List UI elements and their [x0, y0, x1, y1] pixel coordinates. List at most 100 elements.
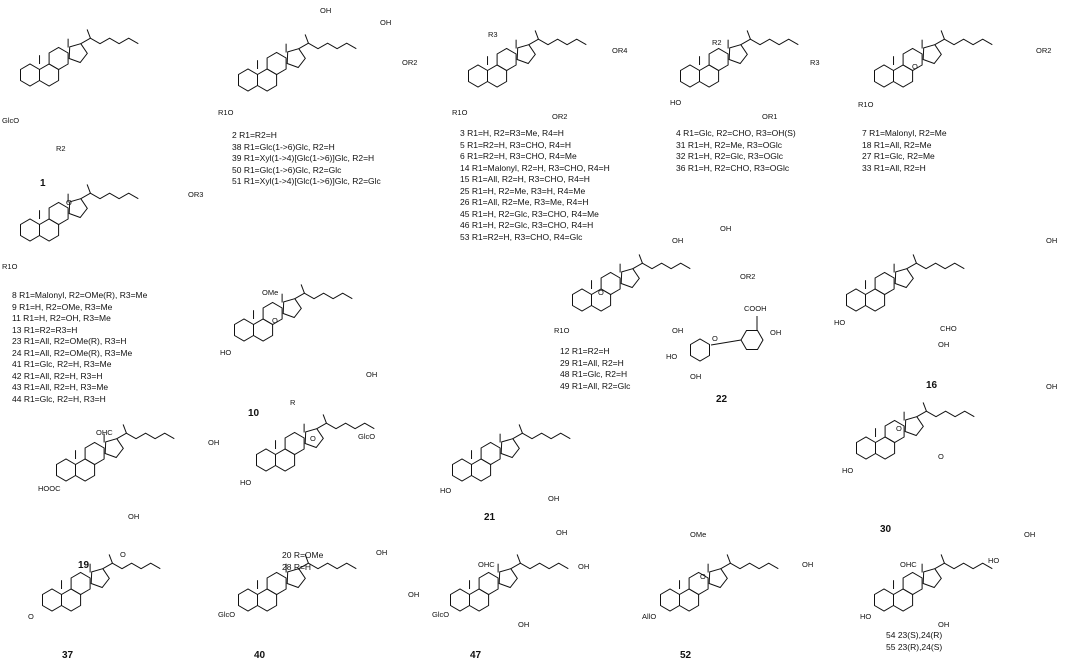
compound-number-16: 16: [926, 380, 938, 391]
c1-ring-a: [20, 63, 40, 87]
c2-side-chain: [298, 42, 357, 50]
c10-ring-c: [262, 301, 283, 326]
atom-label-or3: OR3: [188, 190, 204, 199]
c4-ring-a: [680, 64, 700, 88]
c21-side-chain: [512, 432, 571, 440]
substituent-legend-c8-line: 44 R1=Glc, R2=H, R3=H: [12, 393, 106, 404]
atom-label-ho: HO: [220, 348, 232, 357]
atom-label-ohc: OHC: [900, 560, 917, 569]
c40-ring-a: [238, 588, 258, 612]
c7-ring-a: [874, 64, 894, 88]
atom-label-ome: OMe: [262, 288, 279, 297]
compound-number-37: 37: [62, 650, 74, 661]
substituent-legend-c8-line: 23 R1=All, R2=OMe(R), R3=H: [12, 336, 127, 346]
atom-label-oh: OH: [518, 620, 530, 629]
c1-side-chain: [80, 37, 139, 45]
atom-label-ho: HO: [240, 478, 252, 487]
atom-label-oh: OH: [548, 494, 560, 503]
substituent-legend-c8-line: 42 R1=All, R2=H, R3=H: [12, 370, 103, 381]
c52-ring-a: [660, 588, 680, 612]
atom-label-o: O: [938, 452, 944, 461]
c21-ring-c: [480, 441, 501, 466]
compound-number-40: 40: [254, 650, 266, 661]
atom-label-o: O: [896, 424, 902, 433]
c7-ring-c: [902, 47, 923, 72]
substituent-legend-c7-line: 27 R1=Glc, R2=Me: [862, 151, 935, 161]
atom-label-oh: OH: [1046, 236, 1058, 245]
c37-side-chain: [102, 562, 161, 570]
c3-ring-a: [468, 64, 488, 88]
compound-number-19: 19: [78, 560, 90, 571]
compound-number-30: 30: [880, 524, 892, 535]
c1-ring-c: [48, 46, 69, 71]
atom-label-o: O: [700, 572, 706, 581]
substituent-legend-c8-line: 13 R1=R2=R3=H: [12, 324, 78, 335]
atom-label-or4: OR4: [612, 46, 628, 55]
substituent-legend-c3-line: 15 R1=All, R2=H, R3=CHO, R4=H: [460, 174, 590, 184]
substituent-legend-c3-line: 26 R1=All, R2=Me, R3=Me, R4=H: [460, 197, 589, 207]
atom-label-oh: OH: [376, 548, 388, 557]
c8-ring-d: [68, 198, 88, 219]
c47-ring-c: [478, 571, 499, 596]
atom-label-or2: OR2: [402, 58, 418, 67]
c2-ring-a: [238, 68, 258, 92]
c40-ring-d: [286, 568, 306, 589]
atom-label-o: O: [712, 334, 718, 343]
atom-label-ho: HO: [988, 556, 1000, 565]
atom-label-ho: HO: [666, 352, 678, 361]
substituent-legend-c4-line: 4 R1=Glc, R2=CHO, R3=OH(S): [676, 128, 796, 138]
atom-label-ohc: OHC: [96, 428, 113, 437]
substituent-legend-c8-line: 24 R1=All, R2=OMe(R), R3=Me: [12, 347, 133, 358]
substituent-legend-c2-line: 39 R1=Xyl(1->4)[Glc(1->6)]Glc, R2=H: [232, 153, 375, 163]
compound-number-1: 1: [40, 178, 46, 189]
c54-ring-a: [874, 588, 894, 612]
compound-number-52: 52: [680, 650, 692, 661]
atom-label-oh: OH: [380, 18, 392, 27]
c22-glycosidic-bond: [710, 339, 742, 346]
substituent-legend-c8-line: 41 R1=Glc, R2=H, R3=Me: [12, 359, 112, 369]
substituent-legend-c12-line: 48 R1=Glc, R2=H: [560, 369, 628, 379]
c2-ring-c: [266, 51, 287, 76]
c8-side-chain: [80, 192, 139, 200]
c20-side-chain: [316, 422, 375, 430]
c52-side-chain: [720, 562, 779, 570]
c7-chain-methyl: [940, 30, 945, 40]
c20-chain-methyl: [322, 414, 327, 424]
atom-label-o: O: [28, 612, 34, 621]
c1-ring-d: [68, 43, 88, 64]
atom-label-allo: AllO: [642, 612, 657, 621]
substituent-legend-c4-line: 36 R1=H, R2=CHO, R3=OGlc: [676, 162, 790, 173]
c19-ring-c: [84, 441, 105, 466]
substituent-legend-c3-line: 3 R1=H, R2=R3=Me, R4=H: [460, 128, 564, 138]
atom-label-ho: HO: [834, 318, 846, 327]
c54-ring-d: [922, 568, 942, 589]
c12-ring-c: [600, 271, 621, 296]
atom-label-oh: OH: [408, 590, 420, 599]
c30-side-chain: [916, 410, 975, 418]
c37-chain-methyl: [108, 554, 113, 564]
atom-label-or2: OR2: [1036, 46, 1052, 55]
atom-label-ohc: OHC: [478, 560, 495, 569]
substituent-legend-c8-line: 8 R1=Malonyl, R2=OMe(R), R3=Me: [12, 290, 148, 300]
substituent-legend-c54-line: 55 23(R),24(S): [886, 641, 943, 652]
c47-ring-a: [450, 588, 470, 612]
atom-label-glco: GlcO: [218, 610, 236, 619]
c3-ring-d: [516, 44, 536, 65]
atom-label-oh: OH: [938, 340, 950, 349]
c30-ring-a: [856, 436, 876, 460]
substituent-legend-c4: 4 R1=Glc, R2=CHO, R3=OH(S)31 R1=H, R2=Me…: [676, 128, 796, 174]
atom-label-ho: HO: [860, 612, 872, 621]
c16-chain-methyl: [912, 254, 917, 264]
c47-ring-d: [498, 568, 518, 589]
substituent-legend-c4-line: 31 R1=H, R2=Me, R3=OGlc: [676, 139, 783, 150]
substituent-legend-c3-line: 14 R1=Malonyl, R2=H, R3=CHO, R4=H: [460, 162, 610, 173]
atom-label-o: O: [310, 434, 316, 443]
c12-side-chain: [632, 262, 691, 270]
c10-ring-a: [234, 318, 254, 342]
c37-ring-d: [90, 568, 110, 589]
atom-label-oh: OH: [366, 370, 378, 379]
c10-side-chain: [294, 292, 353, 300]
c22-pyranose-ring: [690, 338, 710, 362]
